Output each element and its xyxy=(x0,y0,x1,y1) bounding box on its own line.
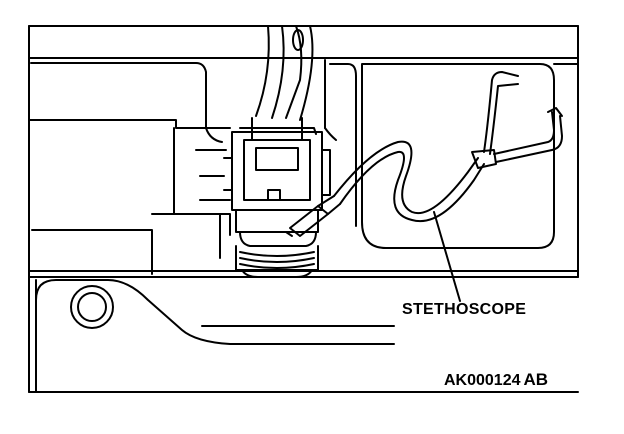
stethoscope-callout-label: STETHOSCOPE xyxy=(402,301,527,318)
diagram-frame xyxy=(28,25,579,393)
wire-harness xyxy=(255,25,314,121)
figure-code: AK000124 xyxy=(444,372,521,389)
figure-suffix: AB xyxy=(523,370,549,389)
sensor-connector xyxy=(223,117,331,278)
callout-leader xyxy=(433,211,461,302)
bolt-icon xyxy=(70,285,114,329)
stethoscope-icon xyxy=(285,71,563,237)
engine-casting xyxy=(28,57,579,393)
